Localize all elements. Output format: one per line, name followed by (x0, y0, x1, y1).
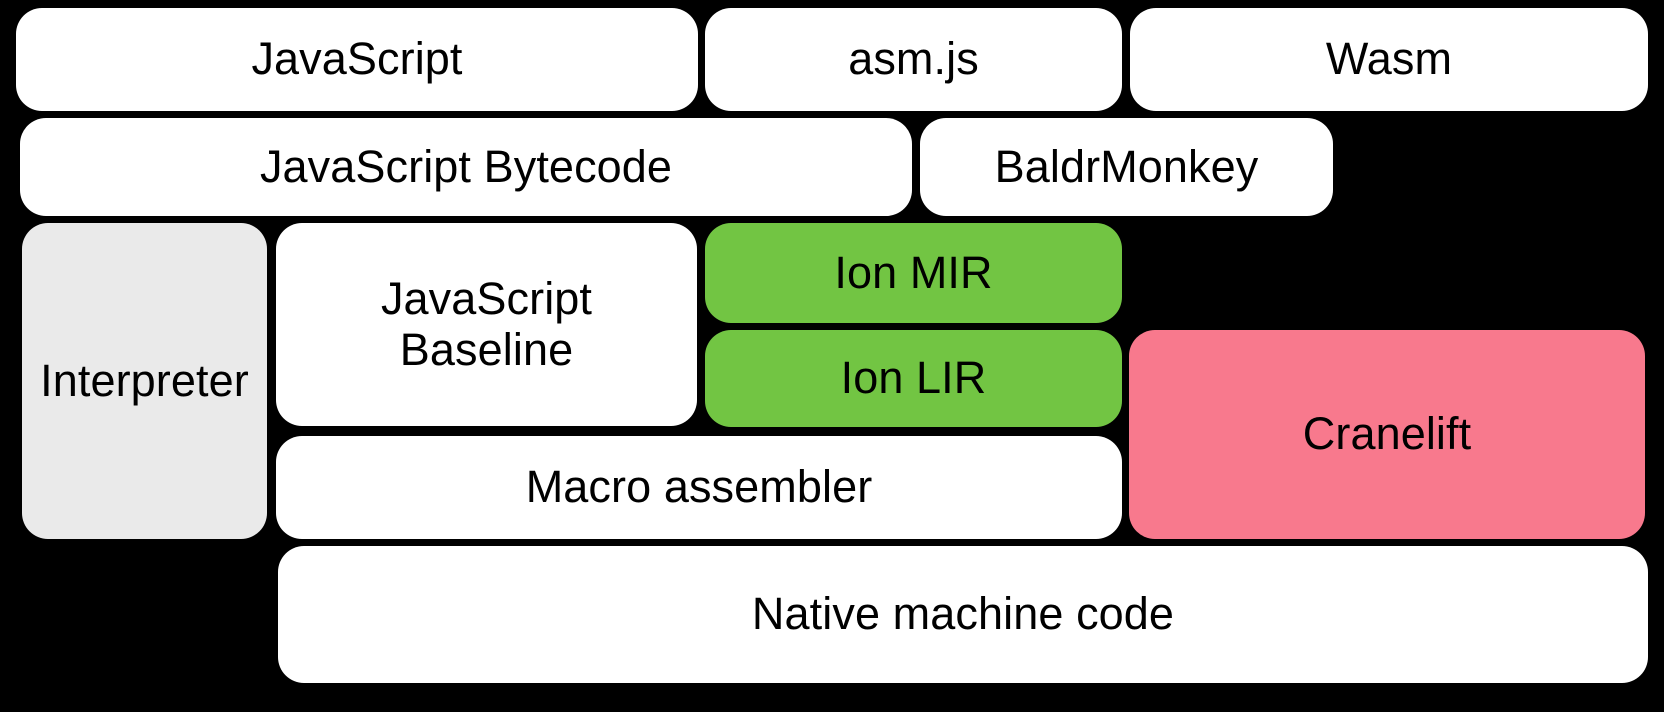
node-label-ion-mir: Ion MIR (834, 246, 993, 298)
node-wasm: Wasm (1130, 8, 1648, 111)
node-label-baldrmonkey: BaldrMonkey (994, 140, 1259, 192)
node-javascript: JavaScript (16, 8, 698, 111)
node-label-ion-lir: Ion LIR (840, 352, 987, 404)
node-javascript-bytecode: JavaScript Bytecode (20, 118, 912, 216)
node-label-javascript-baseline: JavaScript Baseline (380, 273, 593, 375)
node-label-interpreter: Interpreter (40, 354, 249, 406)
node-label-wasm: Wasm (1325, 33, 1453, 85)
node-label-javascript-bytecode: JavaScript Bytecode (259, 140, 673, 192)
node-javascript-baseline: JavaScript Baseline (276, 223, 697, 426)
node-label-native-machine-code: Native machine code (751, 588, 1175, 640)
node-baldrmonkey: BaldrMonkey (920, 118, 1333, 216)
node-label-cranelift: Cranelift (1302, 408, 1472, 460)
node-label-javascript: JavaScript (251, 33, 463, 85)
node-ion-mir: Ion MIR (705, 223, 1122, 323)
node-label-asmjs: asm.js (848, 33, 979, 85)
node-interpreter: Interpreter (22, 223, 267, 539)
node-asmjs: asm.js (705, 8, 1122, 111)
node-ion-lir: Ion LIR (705, 330, 1122, 427)
node-label-macro-assembler: Macro assembler (525, 461, 873, 513)
node-cranelift: Cranelift (1129, 330, 1645, 539)
node-native-machine-code: Native machine code (278, 546, 1648, 683)
node-macro-assembler: Macro assembler (276, 436, 1122, 539)
